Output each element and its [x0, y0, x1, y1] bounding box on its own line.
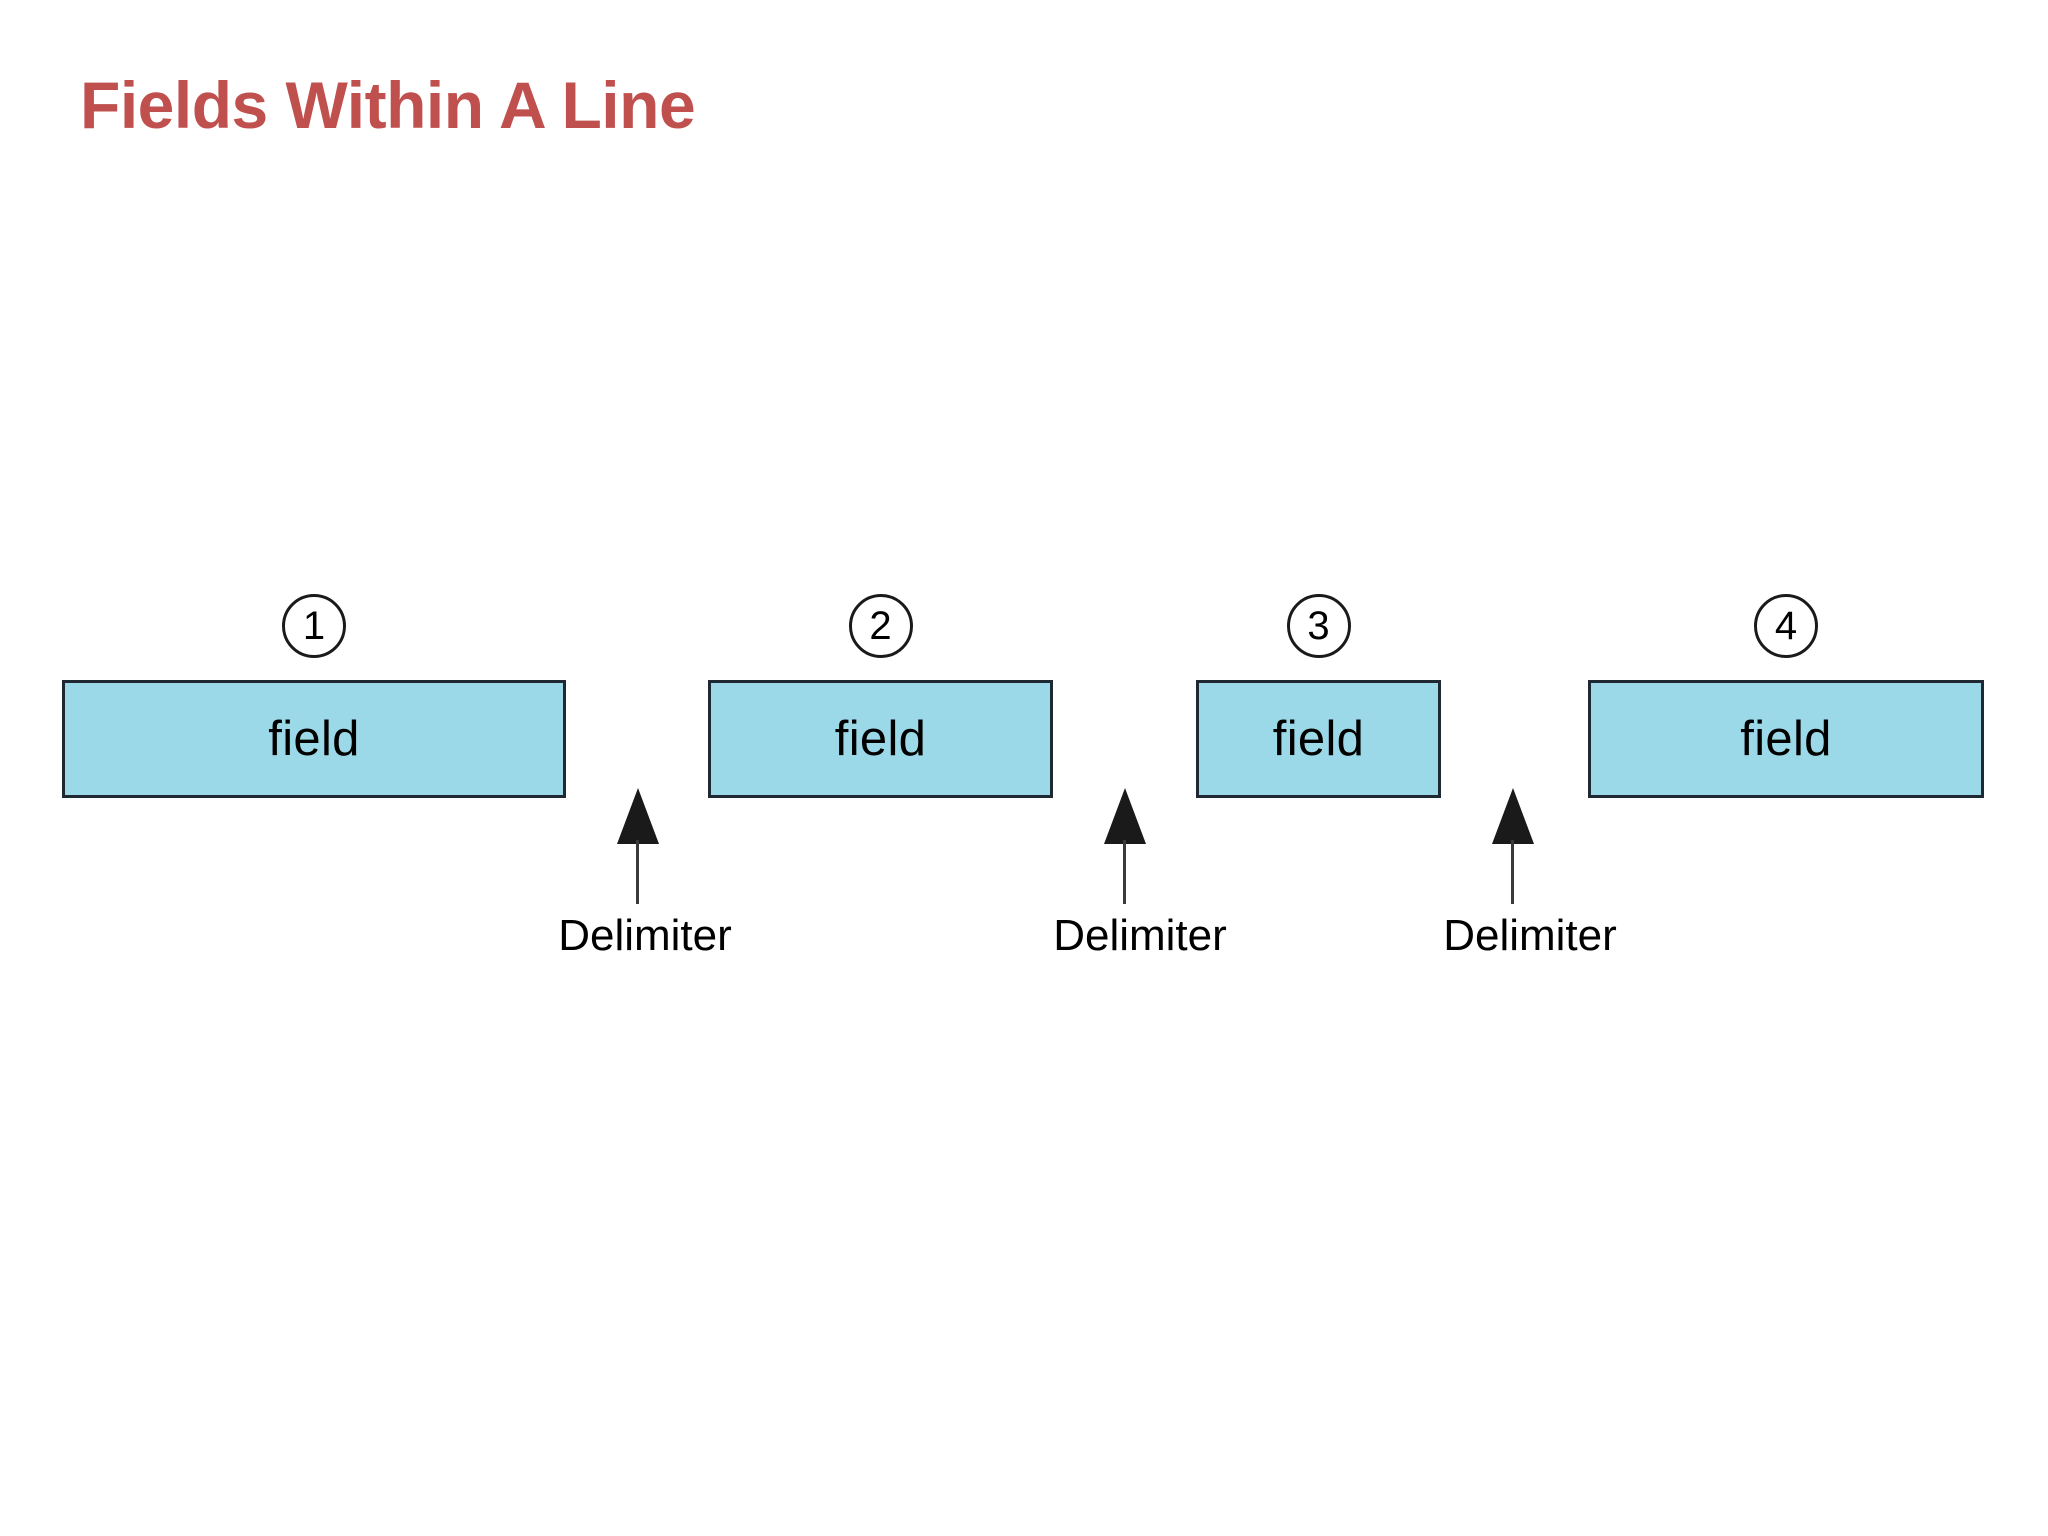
field-box-1[interactable]: field: [62, 680, 566, 798]
delimiter-label-2: Delimiter: [1053, 911, 1227, 960]
delimiter-label-1: Delimiter: [558, 911, 732, 960]
delimiter-arrow-up-icon-2: [1104, 788, 1146, 904]
field-box-label-3: field: [1272, 711, 1365, 766]
page-title: Fields Within A Line: [80, 68, 696, 142]
field-number-label-4: 4: [1774, 604, 1798, 648]
field-box-4[interactable]: field: [1588, 680, 1984, 798]
delimiter-arrow-up-icon-1: [617, 788, 659, 904]
field-number-badge-4: 4: [1754, 594, 1818, 658]
field-box-label-1: field: [268, 711, 360, 766]
field-number-label-3: 3: [1307, 604, 1330, 648]
field-number-badge-3: 3: [1286, 594, 1351, 658]
field-box-label-2: field: [834, 711, 927, 766]
field-box-3[interactable]: field: [1196, 680, 1441, 798]
field-number-badge-2: 2: [848, 594, 913, 658]
field-number-label-2: 2: [869, 604, 892, 648]
field-box-2[interactable]: field: [708, 680, 1053, 798]
field-number-badge-1: 1: [282, 594, 346, 658]
field-number-label-1: 1: [302, 604, 326, 648]
delimiter-arrow-up-icon-3: [1492, 788, 1534, 904]
delimiter-label-3: Delimiter: [1443, 911, 1617, 960]
field-box-label-4: field: [1740, 711, 1832, 766]
